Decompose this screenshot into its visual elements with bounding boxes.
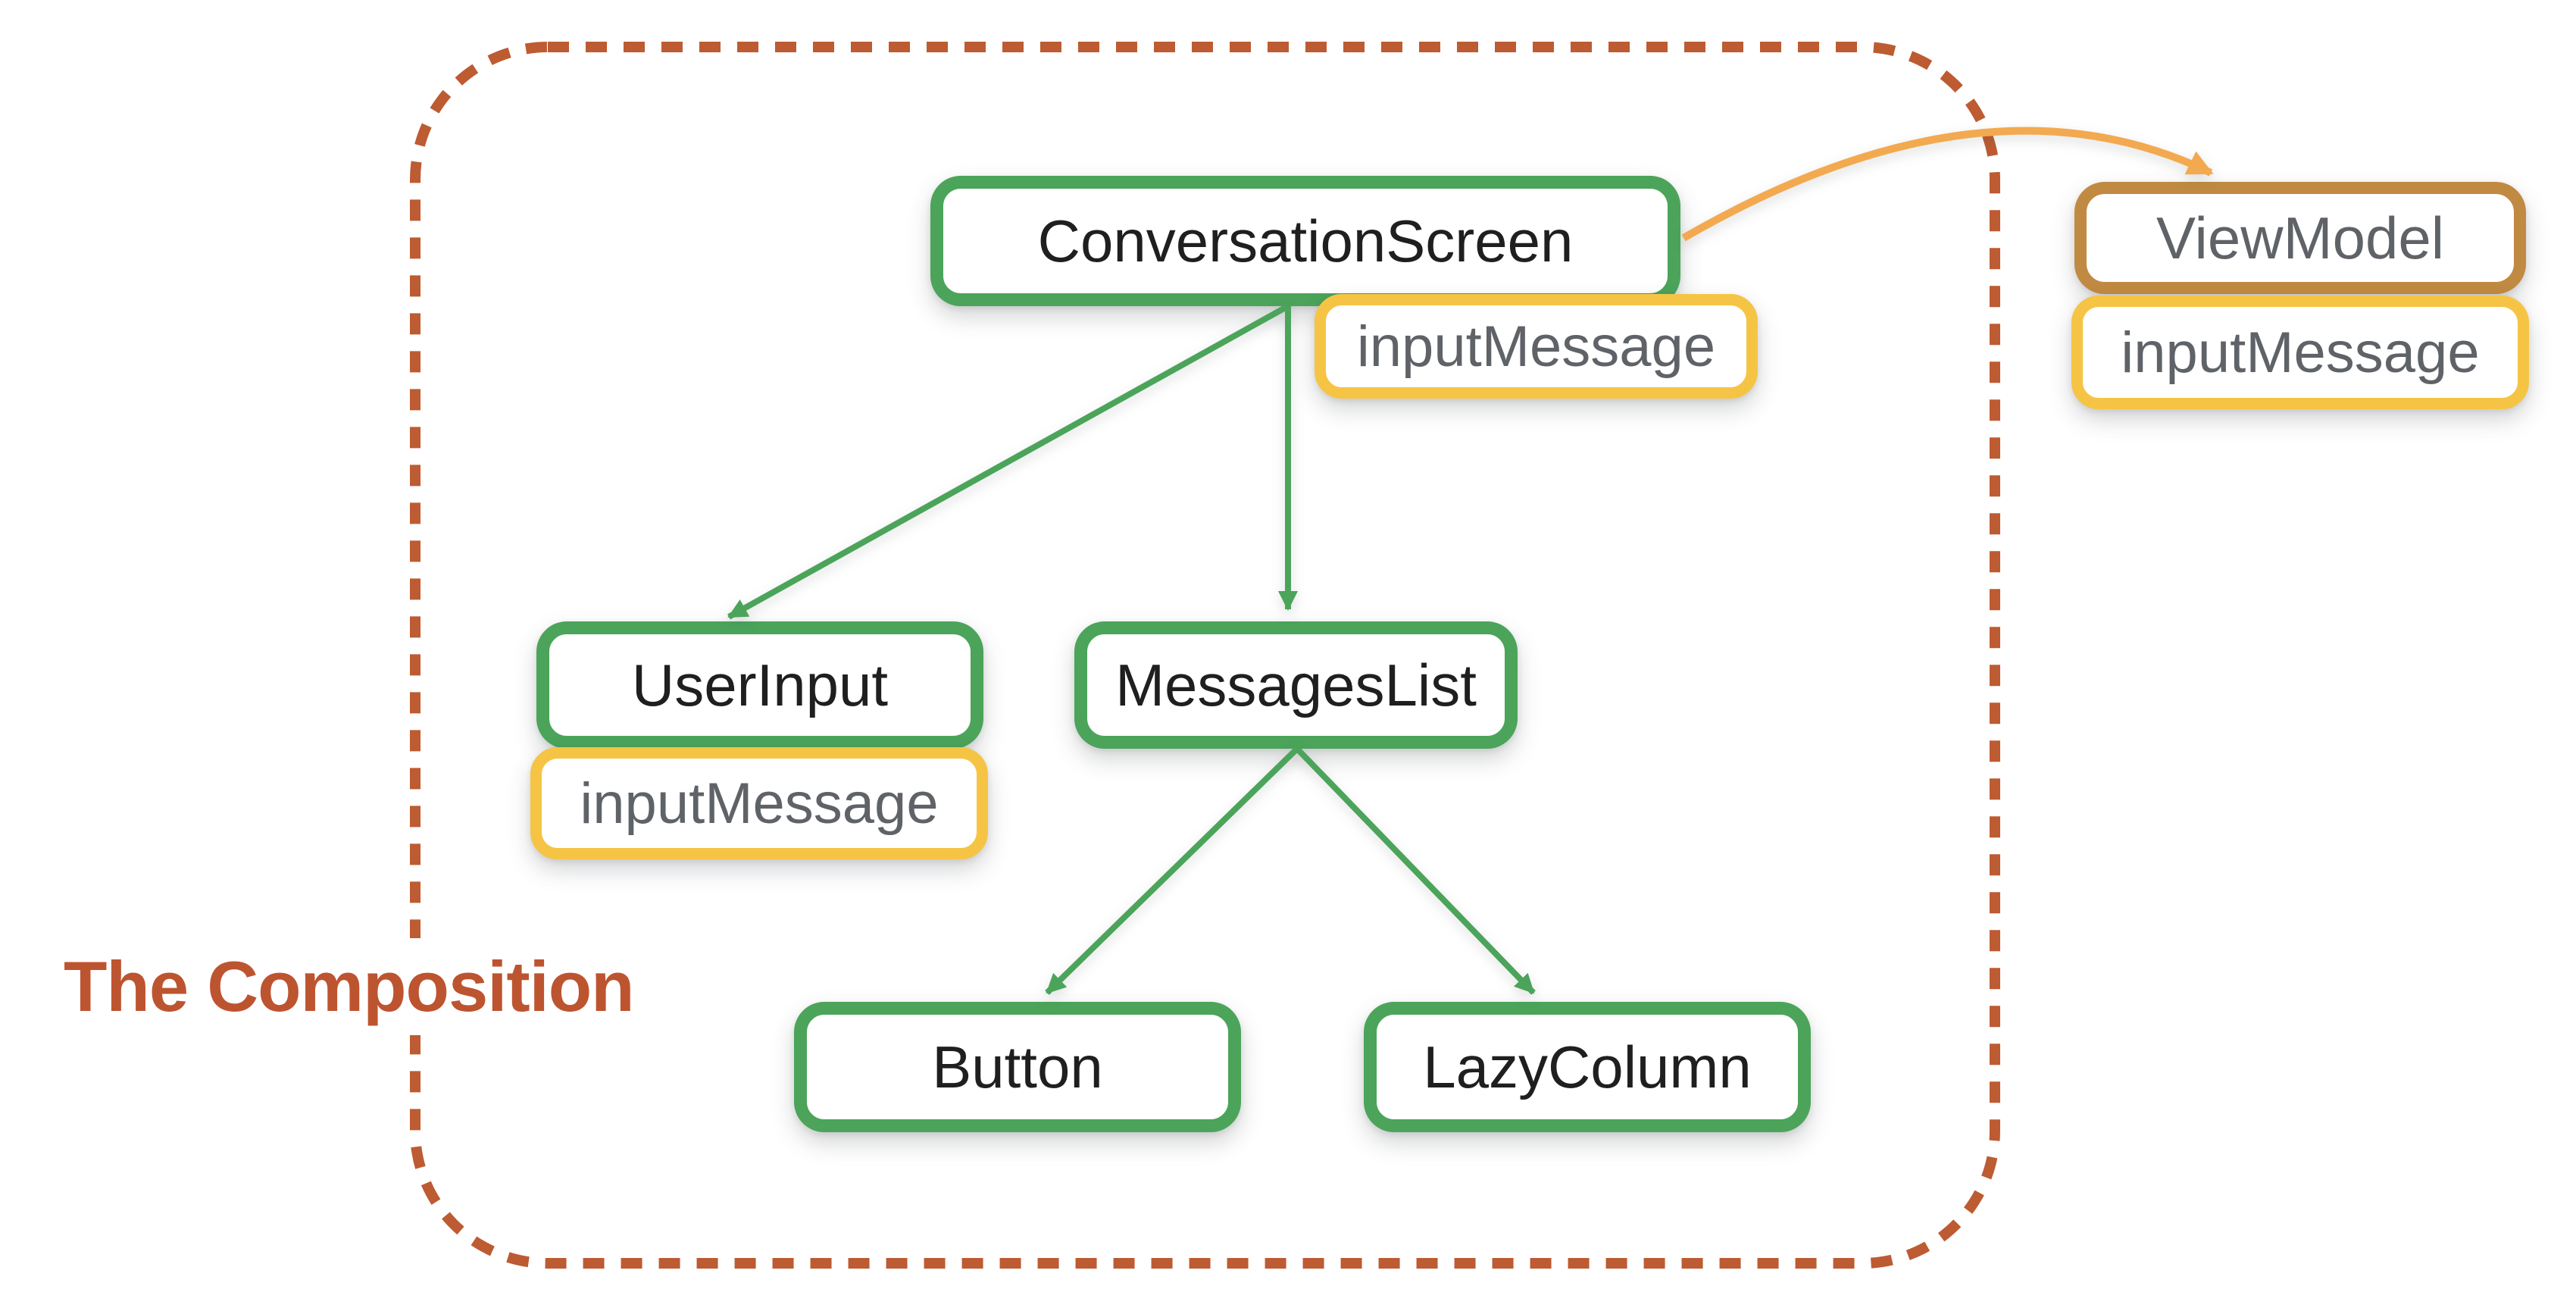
- node-viewmodel: ViewModel: [2074, 182, 2526, 294]
- state-badge-userinput-inputmessage: inputMessage: [530, 747, 988, 859]
- edge-messageslist-button: [1045, 746, 1299, 995]
- state-badge-conversationscreen-inputmessage: inputMessage: [1315, 294, 1758, 399]
- diagram-title: The Composition: [47, 938, 651, 1035]
- node-userinput: UserInput: [536, 621, 983, 749]
- node-lazycolumn: LazyColumn: [1364, 1002, 1811, 1132]
- node-conversationscreen: ConversationScreen: [930, 176, 1680, 306]
- edge-messageslist-lazycolumn: [1295, 746, 1536, 995]
- node-messageslist: MessagesList: [1074, 621, 1518, 749]
- edge-conversationscreen-userinput: [727, 303, 1290, 620]
- state-badge-viewmodel-inputmessage: inputMessage: [2071, 296, 2529, 409]
- node-button: Button: [794, 1002, 1241, 1132]
